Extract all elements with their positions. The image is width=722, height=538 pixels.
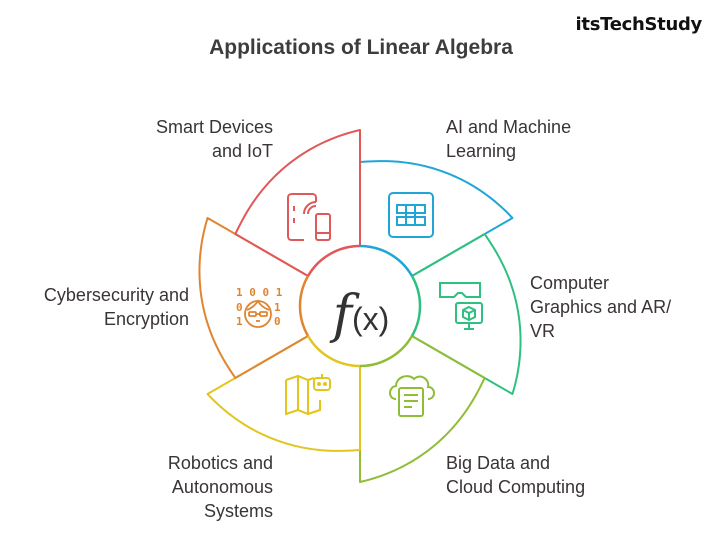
label-line: Encryption — [103, 309, 189, 329]
sector-big-data-cloud — [359, 335, 486, 483]
svg-text:0: 0 — [236, 301, 243, 314]
sector-smart-devices-iot — [234, 129, 361, 277]
page-title: Applications of Linear Algebra — [209, 36, 513, 59]
sector-robotics — [206, 335, 361, 452]
svg-text:1: 1 — [236, 315, 243, 328]
label-line: Smart Devices — [155, 117, 273, 137]
svg-text:0: 0 — [274, 315, 281, 328]
label-line: Cybersecurity and — [43, 285, 189, 305]
sector-ai-ml — [359, 160, 514, 277]
function-x: (x) — [352, 301, 389, 337]
center-ring-arc — [359, 335, 414, 368]
label-line: Computer — [530, 273, 610, 293]
label-line: Big Data and — [446, 453, 551, 473]
label-line: Graphics and AR/ — [530, 297, 672, 317]
label-line: VR — [530, 321, 556, 341]
sector-cybersecurity — [198, 217, 309, 379]
center-ring-arc — [306, 244, 361, 277]
center-ring-arc — [410, 275, 422, 337]
hacker-binary-icon: 1 0 0 1 0 1 1 0 — [236, 286, 283, 328]
label-line: Cloud Computing — [446, 477, 586, 497]
label-line: Autonomous — [171, 477, 273, 497]
label-smart-devices-iot: Smart Devices and IoT — [156, 115, 273, 163]
smart-devices-icon — [287, 193, 331, 241]
robot-map-icon — [285, 374, 331, 416]
label-line: Learning — [446, 141, 517, 161]
svg-text:1 0 0 1: 1 0 0 1 — [236, 286, 283, 299]
label-ai-ml: AI and Machine Learning — [446, 115, 571, 163]
center-ring-arc — [298, 275, 310, 337]
svg-text:1: 1 — [274, 301, 281, 314]
label-graphics-ar-vr: Computer Graphics and AR/ VR — [530, 271, 671, 343]
grid-icon — [388, 192, 434, 238]
brand-logo: itsTechStudy — [575, 14, 703, 35]
label-big-data-cloud: Big Data and Cloud Computing — [446, 451, 585, 499]
label-line: Robotics and — [167, 453, 273, 473]
label-line: AI and Machine — [446, 117, 572, 137]
sector-graphics-ar-vr — [411, 233, 522, 395]
center-ring-arc — [359, 244, 414, 277]
label-robotics: Robotics and Autonomous Systems — [168, 451, 273, 523]
label-cybersecurity: Cybersecurity and Encryption — [44, 283, 189, 331]
cloud-document-icon — [389, 375, 435, 417]
label-line: Systems — [203, 501, 273, 521]
label-line: and IoT — [211, 141, 273, 161]
center-ring-arc — [306, 335, 361, 368]
vr-headset-icon — [439, 282, 483, 330]
